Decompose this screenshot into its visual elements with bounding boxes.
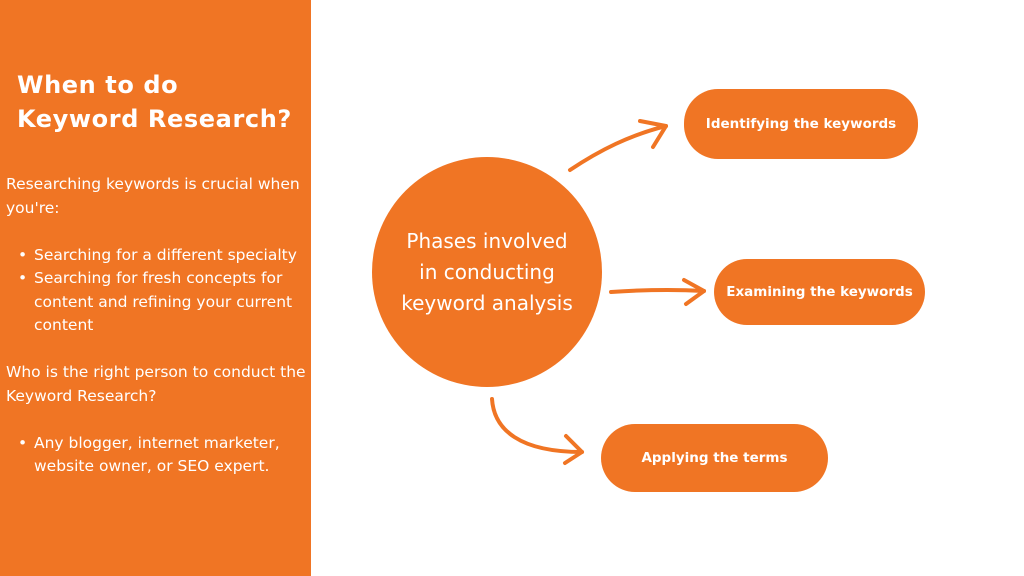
intro-text: Researching keywords is crucial when you… xyxy=(6,175,300,217)
question-text: Who is the right person to conduct the K… xyxy=(6,363,306,405)
list-item-text: Searching for fresh concepts for content… xyxy=(34,269,293,334)
bullet-icon: • xyxy=(18,433,28,452)
center-circle: Phases involved in conducting keyword an… xyxy=(372,157,602,387)
spacer xyxy=(6,408,308,432)
phase-identifying: Identifying the keywords xyxy=(684,89,918,159)
list-item-text: Any blogger, internet marketer, website … xyxy=(34,433,280,476)
phase-label: Identifying the keywords xyxy=(705,116,897,132)
arrow-to-identifying xyxy=(568,119,668,172)
bullet-icon: • xyxy=(18,269,28,287)
phase-label: Examining the keywords xyxy=(726,284,913,300)
reasons-list: • Searching for a different specialty • … xyxy=(6,244,308,338)
arrow-to-examining xyxy=(609,278,706,306)
phase-label: Applying the terms xyxy=(641,450,788,466)
list-item: • Searching for fresh concepts for conte… xyxy=(6,267,308,338)
list-item-text: Searching for a different specialty xyxy=(34,245,297,264)
info-panel: When to do Keyword Research? Researching… xyxy=(0,0,311,576)
spacer xyxy=(6,220,308,244)
spacer xyxy=(6,338,308,362)
people-list: • Any blogger, internet marketer, websit… xyxy=(6,432,308,479)
panel-body: Researching keywords is crucial when you… xyxy=(6,173,308,479)
list-item: • Searching for a different specialty xyxy=(6,244,308,268)
phase-examining: Examining the keywords xyxy=(714,259,925,325)
phase-applying: Applying the terms xyxy=(601,424,828,492)
arrow-to-applying xyxy=(490,397,584,465)
bullet-icon: • xyxy=(18,245,28,264)
list-item: • Any blogger, internet marketer, websit… xyxy=(6,432,308,479)
panel-title: When to do Keyword Research? xyxy=(17,71,292,133)
center-label: Phases involved in conducting keyword an… xyxy=(401,228,573,315)
